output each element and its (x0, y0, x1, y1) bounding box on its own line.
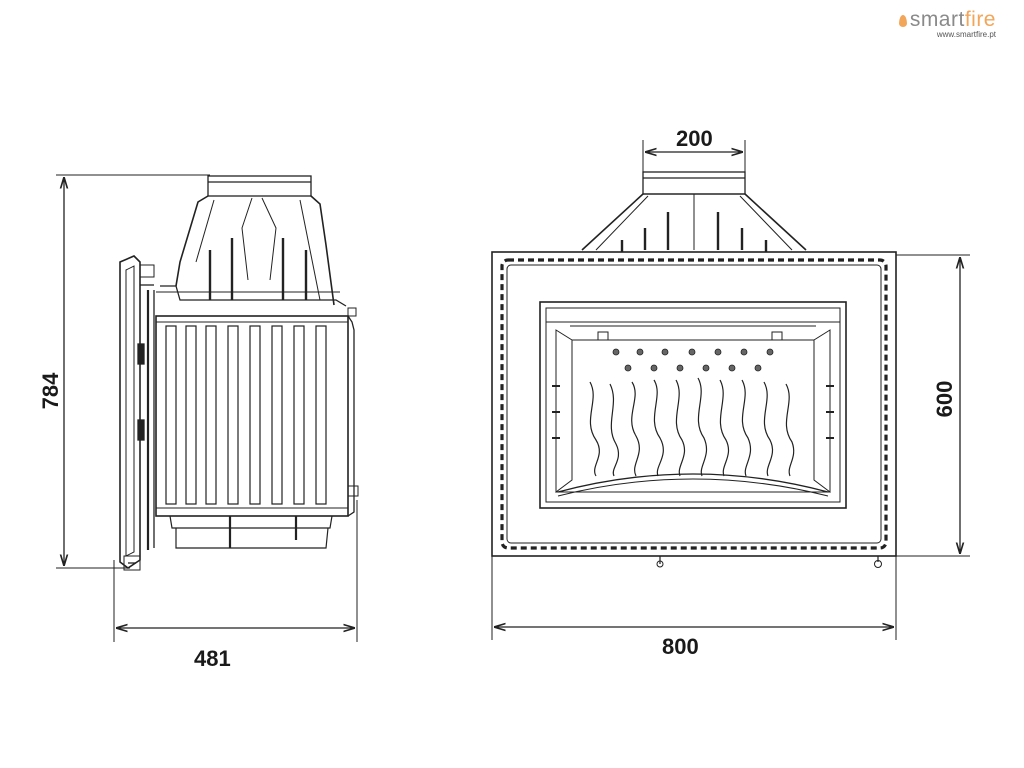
brand-wordmark: smartfire (898, 8, 996, 32)
side-depth-dimension (113, 500, 358, 642)
front-hood (581, 171, 807, 252)
firebox-studs (552, 385, 834, 439)
side-body (155, 307, 359, 549)
front-door (539, 301, 847, 509)
front-height-label: 600 (932, 380, 957, 418)
brand-logo: smartfire www.smartfire.pt (898, 8, 996, 39)
front-width-dimension (491, 556, 897, 640)
air-holes (612, 348, 774, 372)
flames (589, 377, 795, 477)
brand-url: www.smartfire.pt (936, 30, 996, 39)
side-hood (156, 195, 347, 307)
front-flue-dimension (642, 140, 746, 172)
side-height-dimension (56, 174, 210, 569)
flame-icon (898, 15, 907, 27)
front-view (491, 140, 970, 640)
brand-suffix: fire (964, 8, 996, 31)
front-height-dimension (896, 254, 970, 557)
side-view (56, 174, 359, 642)
front-frame (491, 251, 897, 568)
side-ribs (165, 325, 327, 505)
front-width-label: 800 (662, 634, 699, 659)
side-flue-collar (207, 175, 312, 197)
side-height-label: 784 (38, 372, 63, 410)
side-depth-label: 481 (194, 646, 231, 671)
front-flue-label: 200 (676, 126, 713, 151)
side-door (119, 255, 155, 571)
brand-prefix: smart (909, 8, 965, 31)
